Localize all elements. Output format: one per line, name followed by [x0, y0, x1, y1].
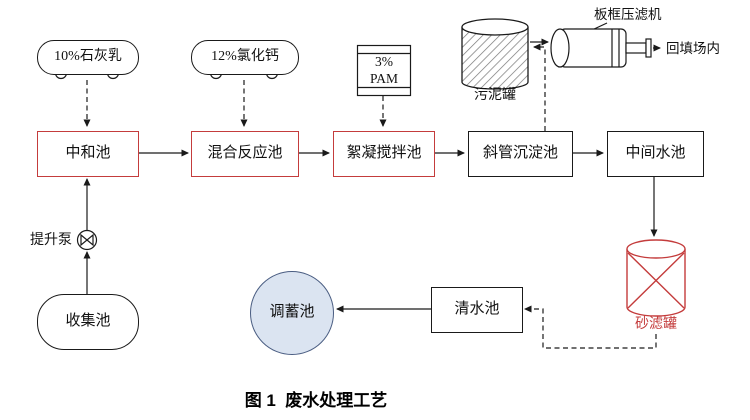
- node-intermediate-basin: 中间水池: [607, 131, 704, 177]
- node-neutralization-basin: 中和池: [37, 131, 139, 177]
- node-clean-water-basin: 清水池: [431, 287, 523, 333]
- node-flocculation-basin: 絮凝搅拌池: [333, 131, 435, 177]
- sand-filter-label: 砂滤罐: [635, 317, 677, 332]
- node-pam-tank-label: 3% PAM: [358, 54, 410, 87]
- node-regulating-basin: 调蓄池: [250, 271, 334, 355]
- lift-pump-label: 提升泵: [30, 233, 72, 248]
- lift-pump-icon: [76, 229, 98, 251]
- backfill-site-label: 回填场内: [666, 41, 720, 56]
- filter-press-label: 板框压滤机: [594, 7, 662, 22]
- arrow-sedimentation-to-sludgetank: [533, 43, 546, 131]
- node-mixing-reaction-basin: 混合反应池: [191, 131, 299, 177]
- figure-caption: 图 1 废水处理工艺: [244, 391, 388, 410]
- node-lime-milk-tank: 10%石灰乳: [37, 40, 139, 75]
- sludge-tank-icon: [461, 18, 529, 90]
- arrow-sandfilter-to-cleanwater: [524, 305, 657, 349]
- pam-label-line2: PAM: [369, 70, 399, 86]
- sludge-tank-label: 污泥罐: [474, 88, 516, 103]
- sand-filter-icon: [626, 239, 686, 317]
- filter-press-icon: [550, 28, 652, 68]
- pam-label-line1: 3%: [375, 53, 393, 69]
- pam-tank-icon: [356, 44, 412, 97]
- node-calcium-chloride-tank: 12%氯化钙: [191, 40, 299, 75]
- node-collection-basin: 收集池: [37, 294, 139, 350]
- node-inclined-tube-sedimentation-basin: 斜管沉淀池: [468, 131, 573, 177]
